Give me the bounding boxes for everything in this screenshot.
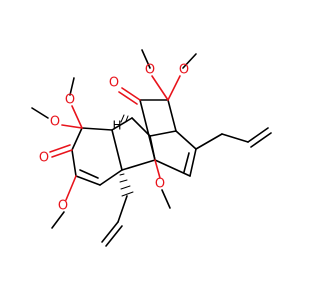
bond-allyl2-a [117, 195, 128, 223]
bond-c7-o2 [167, 75, 181, 101]
oxygen-atom-r3-1: O [65, 93, 75, 108]
bond-r3-o2 [61, 124, 83, 129]
bond-c7-o1 [151, 75, 169, 101]
hashed-h-bond [120, 114, 129, 123]
bond-c3-c4 [189, 148, 197, 177]
bond-r3-r4 [71, 127, 83, 151]
bond-allyl1-c2 [250, 132, 272, 148]
oxygen-atom-c7-2: O [179, 63, 189, 78]
bond-r3-me1 [69, 77, 75, 96]
bond-r1-r2 [111, 117, 133, 131]
bond-allyl1-a [195, 133, 223, 150]
bond-r3-o1 [71, 105, 83, 129]
bond-ketone2 [51, 149, 73, 158]
bond-r6-r7 [99, 169, 123, 186]
bond-ketone2-double [49, 144, 71, 153]
bond-c7-c5 [139, 99, 156, 161]
bond-bh-me [161, 189, 171, 209]
oxygen-atom-ketone2: O [39, 151, 49, 166]
oxygen-atom-ketone1: O [109, 76, 119, 91]
bond-o2-me [182, 53, 197, 69]
oxygen-atom-c7-1: O [145, 63, 155, 78]
bond-c1-c2 [149, 130, 177, 137]
bond-o1-me [141, 49, 151, 69]
oxygen-bonds [31, 49, 197, 229]
bond-c2-c6 [167, 99, 177, 132]
bond-allyl1-c [247, 127, 269, 143]
hydrogen-atom-stereo: H [112, 119, 121, 133]
structure-diagram: O O O O O O O O H [31, 49, 272, 247]
bond-r5-o [65, 175, 77, 201]
bond-ketone1-double [118, 91, 138, 105]
oxygen-atom-bridgehead: O [155, 177, 165, 192]
bond-r7-r2 [111, 129, 123, 171]
bond-bh-o [154, 159, 161, 179]
bond-r5-r6 [75, 175, 101, 186]
bond-r7-c5 [121, 159, 156, 171]
bond-r2-r3 [81, 127, 113, 131]
bond-r1-c1 [131, 117, 151, 137]
bond-ketone1 [121, 87, 141, 101]
hashed-wedge-bond [119, 173, 134, 197]
carbon-bonds [71, 99, 272, 247]
bond-c3-c4-inner [183, 152, 190, 173]
bond-allyl1-b [221, 133, 249, 143]
bond-r5-r6-inner [79, 169, 99, 179]
oxygen-atom-r3-2: O [50, 115, 60, 130]
bond-c2-c3 [175, 130, 197, 150]
molecule-canvas: O O O O O O O O H [31, 49, 272, 247]
oxygen-atom-enol: O [58, 199, 68, 214]
bond-r4-r5 [71, 149, 77, 177]
bond-allyl2-b [101, 221, 119, 243]
bond-r5-me [51, 211, 65, 229]
bond-allyl2-b2 [105, 225, 123, 247]
atom-labels: O O O O O O O O H [39, 63, 189, 214]
bond-c5-c4 [154, 159, 191, 177]
bond-r3-me2 [31, 107, 49, 119]
